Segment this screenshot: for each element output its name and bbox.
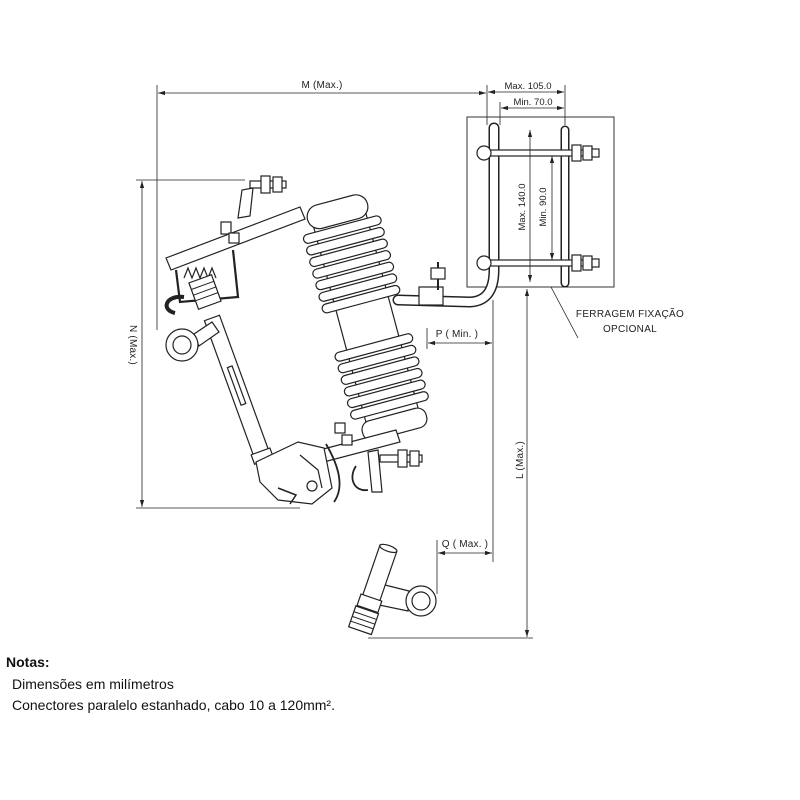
n-dimension-label: N (Max.) — [127, 325, 138, 365]
lower-bolt-nut — [582, 255, 593, 271]
bottom-loop — [351, 465, 369, 491]
upper-bolt-head — [476, 145, 492, 161]
bottom-terminal-bracket — [367, 449, 383, 493]
insulator-top-cap — [306, 194, 369, 230]
fuse-cap — [188, 273, 222, 311]
bottom-terminal-nut — [409, 450, 420, 467]
callout-label-line1: FERRAGEM FIXAÇÃO — [576, 307, 684, 320]
insulator-shed — [334, 333, 414, 362]
callout-label-line2: OPCIONAL — [603, 324, 657, 335]
lower-ring-inner — [411, 591, 431, 611]
hinge-latch — [277, 487, 298, 505]
insulator-shed — [309, 238, 388, 268]
lower-holder-thread — [352, 615, 376, 625]
note-item: Conectores paralelo estanhado, cabo 10 a… — [12, 697, 335, 713]
insulator-shed — [315, 261, 395, 291]
top-small-nut — [220, 221, 232, 235]
max-105-label: Max. 105.0 — [505, 81, 552, 92]
lower-bolt-end — [591, 258, 600, 268]
top-small-nut — [228, 232, 240, 244]
insulator-shed — [306, 226, 385, 256]
notes-heading: Notas: — [6, 654, 50, 670]
fuse-tube — [203, 314, 277, 476]
insulator-shed — [343, 367, 423, 397]
insulator-shed — [318, 273, 398, 302]
insulator-shed — [350, 391, 429, 420]
fuse-cap-thread — [191, 280, 215, 290]
top-terminal-bracket — [237, 187, 254, 219]
q-dimension-label: Q ( Max. ) — [442, 539, 488, 550]
mounting-arm-fill — [394, 124, 498, 307]
min-90-label: Min. 90.0 — [538, 187, 549, 226]
p-dimension-label: P ( Min. ) — [436, 329, 478, 340]
insulator-shed — [346, 379, 426, 409]
max-140-label: Max. 140.0 — [517, 184, 528, 231]
note-item: Dimensões em milímetros — [12, 676, 174, 692]
lower-holder-thread — [350, 620, 374, 630]
fuse-cap-thread — [193, 286, 217, 296]
lower-holder-rim — [379, 543, 398, 554]
upper-bolt-end — [591, 148, 600, 158]
mounting-clamp — [418, 286, 444, 306]
insulator-shed — [321, 284, 401, 314]
upper-bolt-nut — [582, 145, 593, 161]
bottom-terminal-nut — [397, 449, 408, 468]
top-hook — [164, 294, 185, 315]
pull-ring-inner — [172, 335, 192, 355]
hinge-trunnion — [306, 480, 318, 492]
insulator-shed — [302, 215, 382, 244]
mounting-clamp-nut — [430, 267, 446, 280]
callout-leader — [550, 286, 579, 339]
min-70-label: Min. 70.0 — [513, 97, 552, 108]
optional-bracket-frame — [466, 116, 615, 288]
l-dimension-label: L (Max.) — [515, 441, 526, 479]
bottom-small-nut — [341, 434, 353, 446]
top-terminal-nut — [272, 176, 283, 193]
fuse-cap-body — [188, 273, 222, 311]
upper-bolt-nut — [571, 144, 582, 162]
hinge-slot — [299, 454, 323, 489]
hinge-arc — [325, 443, 341, 503]
insulator — [302, 194, 429, 442]
insulator-shed — [337, 344, 417, 374]
fuse-tube-slot — [226, 365, 247, 407]
m-dimension-label: M (Max.) — [301, 80, 342, 91]
insulator-shed — [340, 356, 420, 385]
lower-bolt-head — [476, 255, 492, 271]
fuse-cap-thread — [195, 292, 219, 302]
lower-holder-thread — [353, 611, 377, 620]
top-contact-spring — [183, 266, 217, 280]
lower-fuse-holder — [347, 543, 398, 636]
lower-holder-collar — [356, 593, 383, 614]
lower-bolt-nut — [571, 254, 582, 272]
top-terminal-nut — [260, 175, 271, 194]
bottom-small-nut — [334, 422, 346, 434]
insulator-shed — [312, 250, 392, 279]
